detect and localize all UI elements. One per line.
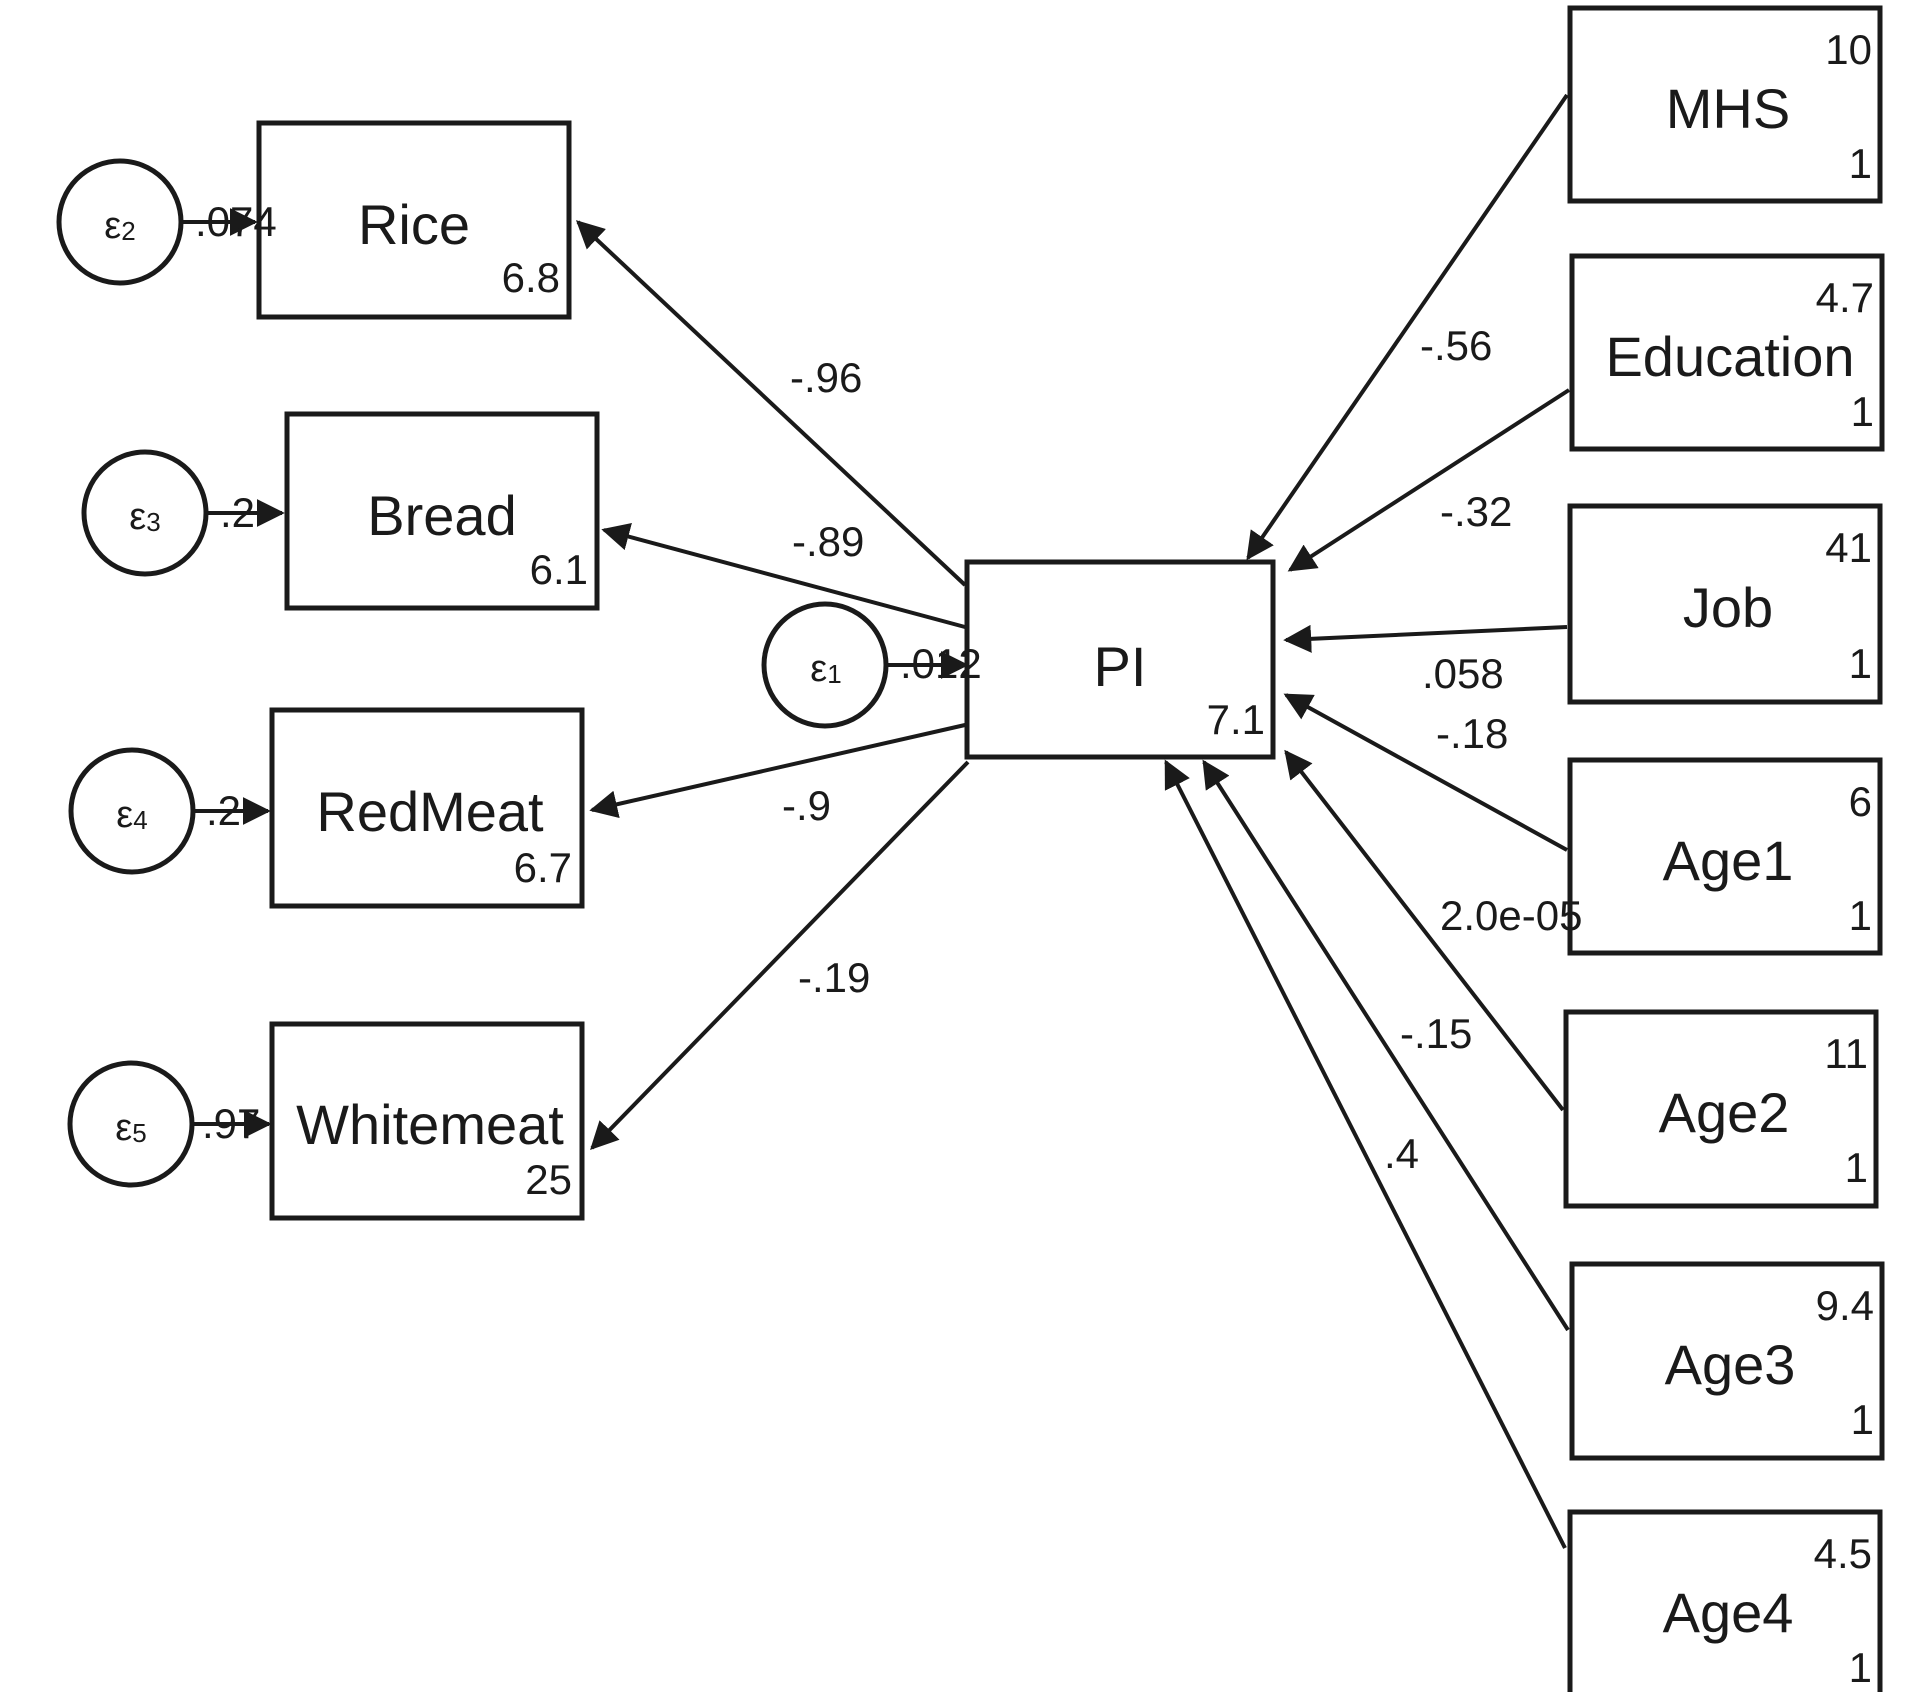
- coef-age3: -.15: [1400, 1010, 1472, 1057]
- error-e3-circle: [81, 449, 209, 577]
- error-e2: ε2 .074: [56, 158, 277, 286]
- error-e4-circle: [68, 747, 196, 875]
- predictor-age1-mean: 6: [1849, 778, 1872, 825]
- predictor-mhs: MHS 10 1: [1567, 5, 1883, 204]
- predictor-age1-box: [1567, 757, 1883, 956]
- coef-education: -.32: [1440, 488, 1512, 535]
- predictor-mhs-variance: 1: [1849, 140, 1872, 187]
- predictor-job-mean: 41: [1825, 524, 1872, 571]
- coef-whitemeat: -.19: [798, 954, 870, 1001]
- error-e1-variance: .012: [900, 640, 982, 687]
- outcome-bread-label: Bread: [367, 484, 516, 547]
- path-pi-bread-arrow: [601, 523, 966, 629]
- outcome-whitemeat-label: Whitemeat: [296, 1093, 564, 1156]
- predictor-job-variance: 1: [1849, 640, 1872, 687]
- error-e1: ε1 .012: [761, 601, 982, 729]
- pi-label: PI: [1094, 635, 1147, 698]
- outcome-redmeat: RedMeat 6.7: [269, 707, 585, 909]
- error-e5: ε5 .97: [67, 1060, 260, 1188]
- outcome-bread-intercept: 6.1: [530, 546, 588, 593]
- predictor-age2-box: [1563, 1009, 1879, 1209]
- error-e3: ε3 .2: [81, 449, 255, 577]
- outcome-rice-intercept: 6.8: [502, 254, 560, 301]
- predictor-age1-variance: 1: [1849, 892, 1872, 939]
- predictor-age2-label: Age2: [1659, 1081, 1790, 1144]
- coef-mhs: -.56: [1420, 322, 1492, 369]
- predictor-education-variance: 1: [1851, 388, 1874, 435]
- predictor-mhs-label: MHS: [1666, 77, 1790, 140]
- coef-rice: -.96: [790, 354, 862, 401]
- outcome-redmeat-intercept: 6.7: [514, 844, 572, 891]
- error-e2-variance: .074: [195, 198, 277, 245]
- outcome-redmeat-label: RedMeat: [316, 780, 544, 843]
- predictor-mhs-box: [1567, 5, 1883, 204]
- predictor-age3-variance: 1: [1851, 1396, 1874, 1443]
- error-e5-label: ε5: [115, 1107, 146, 1149]
- predictor-age2-variance: 1: [1845, 1144, 1868, 1191]
- coef-job: .058: [1422, 650, 1504, 697]
- path-age2-pi-arrow: [1284, 749, 1565, 1112]
- pi-intercept: 7.1: [1207, 696, 1265, 743]
- path-pi-whitemeat-arrow: [590, 760, 970, 1151]
- predictor-education-label: Education: [1605, 325, 1854, 388]
- path-age4-pi-arrow: [1164, 759, 1567, 1549]
- predictor-age4-box: [1567, 1509, 1883, 1692]
- outcome-rice-label: Rice: [358, 193, 470, 256]
- coef-age4: .4: [1384, 1130, 1419, 1177]
- predictor-age4: Age4 4.5 1: [1567, 1509, 1883, 1692]
- predictor-age1-label: Age1: [1663, 829, 1794, 892]
- error-e4-variance: .2: [206, 787, 241, 834]
- predictor-age3-box: [1569, 1261, 1885, 1461]
- error-e4: ε4 .2: [68, 747, 241, 875]
- outcome-whitemeat: Whitemeat 25: [269, 1021, 585, 1221]
- predictor-age1: Age1 6 1: [1567, 757, 1883, 956]
- predictor-job-box: [1567, 503, 1883, 705]
- predictor-age4-variance: 1: [1849, 1644, 1872, 1691]
- path-age3-pi-arrow: [1202, 759, 1570, 1332]
- pi-node: PI 7.1: [964, 559, 1276, 760]
- predictor-age3: Age3 9.4 1: [1569, 1261, 1885, 1461]
- error-e2-label: ε2: [104, 205, 135, 247]
- coef-redmeat: -.9: [782, 782, 831, 829]
- outcome-rice: Rice 6.8: [256, 120, 572, 320]
- path-mhs-pi-arrow: [1246, 93, 1569, 561]
- error-e3-variance: .2: [220, 489, 255, 536]
- path-job-pi-arrow: [1283, 624, 1568, 653]
- predictor-education-box: [1569, 253, 1885, 452]
- predictor-job-label: Job: [1683, 576, 1773, 639]
- predictor-age4-mean: 4.5: [1814, 1530, 1872, 1577]
- coef-age2: 2.0e-05: [1440, 892, 1582, 939]
- outcome-bread-box: [284, 411, 600, 611]
- predictor-job: Job 41 1: [1567, 503, 1883, 705]
- outcome-bread: Bread 6.1: [284, 411, 600, 611]
- path-education-pi-arrow: [1287, 388, 1571, 572]
- error-e4-label: ε4: [116, 794, 147, 836]
- outcome-whitemeat-intercept: 25: [525, 1156, 572, 1203]
- coef-bread: -.89: [792, 518, 864, 565]
- error-e5-circle: [67, 1060, 195, 1188]
- outcome-rice-box: [256, 120, 572, 320]
- error-e5-variance: .97: [202, 1100, 260, 1147]
- outcome-redmeat-box: [269, 707, 585, 909]
- pi-box: [964, 559, 1276, 760]
- predictor-mhs-mean: 10: [1825, 26, 1872, 73]
- coef-age1: -.18: [1436, 710, 1508, 757]
- error-e1-label: ε1: [810, 648, 841, 690]
- predictor-age4-label: Age4: [1663, 1581, 1794, 1644]
- arrows: [182, 93, 1571, 1549]
- predictor-age3-mean: 9.4: [1816, 1282, 1874, 1329]
- error-e3-label: ε3: [129, 496, 160, 538]
- path-pi-redmeat-arrow: [589, 723, 966, 819]
- error-e1-circle: [761, 601, 889, 729]
- path-age1-pi-arrow: [1283, 693, 1568, 852]
- predictor-age2: Age2 11 1: [1563, 1009, 1879, 1209]
- predictor-education-mean: 4.7: [1816, 274, 1874, 321]
- predictor-education: Education 4.7 1: [1569, 253, 1885, 452]
- error-e2-circle: [56, 158, 184, 286]
- predictor-age2-mean: 11: [1824, 1030, 1868, 1077]
- predictor-age3-label: Age3: [1665, 1333, 1796, 1396]
- outcome-whitemeat-box: [269, 1021, 585, 1221]
- path-pi-rice-arrow: [575, 220, 967, 587]
